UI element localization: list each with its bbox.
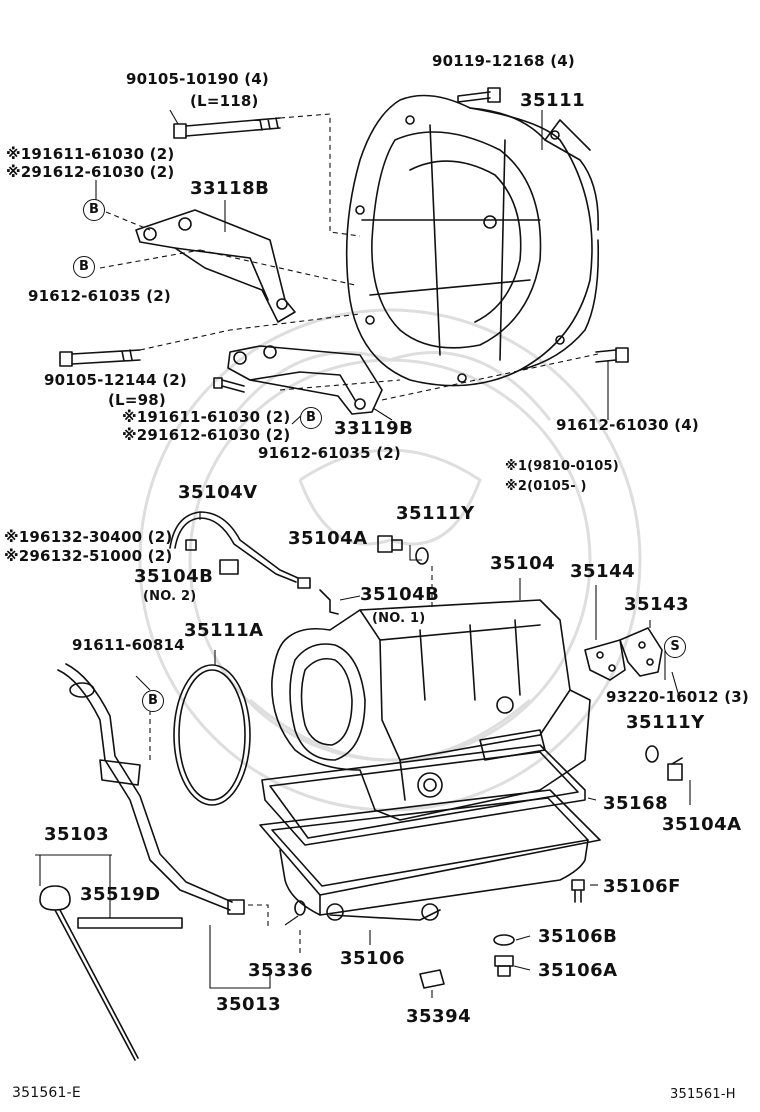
bolt-90119 (457, 87, 501, 103)
plate-35143 (619, 627, 663, 677)
label-35111: 35111 (520, 90, 586, 111)
label-91612-61035-top: 91612-61035 (2) (28, 287, 171, 305)
transmission-case-35104 (271, 599, 591, 821)
label-35394: 35394 (406, 1006, 472, 1027)
label-35104b-no2: 35104B (134, 566, 214, 587)
magnet-35394 (419, 969, 445, 989)
bracket-33119b (227, 345, 383, 415)
bell-housing-35111 (345, 94, 600, 387)
note-serial-1: ※1(9810-0105) (505, 459, 619, 474)
label-35104v: 35104V (178, 482, 258, 503)
o-ring-35111a (173, 664, 251, 806)
label-35111a: 35111A (184, 620, 264, 641)
leader-lines (35, 109, 691, 998)
label-35111y-right: 35111Y (626, 712, 705, 733)
label-90105-10190: 90105-10190 (4) (126, 70, 269, 88)
label-35106b: 35106B (538, 926, 618, 947)
footer-code-right: 351561-H (670, 1087, 736, 1102)
bolt-35106f (571, 879, 585, 903)
label-35104b-no1-note: (NO. 1) (372, 611, 426, 626)
label-291612-61030-top: ※291612-61030 (2) (6, 163, 175, 181)
marker-s: S (664, 636, 686, 658)
bolt-90105-10190 (173, 117, 281, 139)
note-serial-2: ※2(0105- ) (505, 479, 587, 494)
label-35104b-no1: 35104B (360, 584, 440, 605)
label-35106a: 35106A (538, 960, 618, 981)
plug-35106a (494, 955, 514, 977)
bolt-91611-shank (221, 379, 245, 393)
watermark-emblem (138, 308, 642, 812)
label-35519d: 35519D (80, 884, 161, 905)
label-90105-12144: 90105-12144 (2) (44, 371, 187, 389)
label-291612-61030-mid: ※291612-61030 (2) (122, 426, 291, 444)
o-ring-35336 (294, 900, 306, 916)
marker-b-1: B (83, 199, 105, 221)
bolt-91611 (213, 377, 223, 389)
bolt-91612-61030 (595, 347, 629, 363)
label-35106: 35106 (340, 948, 406, 969)
label-90105-10190-length: (L=118) (190, 92, 259, 110)
washer-35111y-top (415, 547, 429, 565)
washer-35111y-right (645, 745, 659, 763)
oil-pan-35106 (259, 789, 601, 921)
label-35144: 35144 (570, 561, 636, 582)
o-ring-35111a-inner (178, 669, 246, 801)
label-90119-12168: 90119-12168 (4) (432, 52, 575, 70)
label-35168: 35168 (603, 793, 669, 814)
label-35111y-top: 35111Y (396, 503, 475, 524)
label-91612-61035-mid: 91612-61035 (2) (258, 444, 401, 462)
label-296132-51000: ※296132-51000 (2) (4, 547, 173, 565)
label-93220-16012: 93220-16012 (3) (606, 688, 749, 706)
label-35103: 35103 (44, 824, 110, 845)
gasket-35168 (261, 744, 586, 846)
filler-tube-35013 (57, 663, 245, 915)
plug-35104a-right (667, 757, 683, 781)
label-35104a-right: 35104A (662, 814, 742, 835)
marker-b-4: B (142, 690, 164, 712)
label-196132-30400: ※196132-30400 (2) (4, 528, 173, 546)
label-33119b: 33119B (334, 418, 414, 439)
marker-b-2: B (73, 256, 95, 278)
label-35104a-top: 35104A (288, 528, 368, 549)
label-191611-61030-mid: ※191611-61030 (2) (122, 408, 291, 426)
marker-b-3: B (300, 407, 322, 429)
label-90105-12144-length: (L=98) (108, 391, 166, 409)
label-35013: 35013 (216, 994, 282, 1015)
label-35104: 35104 (490, 553, 556, 574)
label-33118b: 33118B (190, 178, 270, 199)
dipstick-35103 (39, 885, 183, 1061)
footer-code-left: 351561-E (12, 1085, 81, 1101)
label-91611-60814: 91611-60814 (72, 636, 185, 654)
label-35106f: 35106F (603, 876, 681, 897)
label-35104b-no2-note: (NO. 2) (143, 589, 197, 604)
plug-35104a-top (377, 535, 403, 553)
bolt-90105-12144 (59, 349, 141, 367)
gasket-35106b (493, 934, 515, 946)
label-191611-61030-top: ※191611-61030 (2) (6, 145, 175, 163)
plate-35144 (584, 639, 626, 681)
label-91612-61030: 91612-61030 (4) (556, 416, 699, 434)
label-35336: 35336 (248, 960, 314, 981)
label-35143: 35143 (624, 594, 690, 615)
bracket-33118b (135, 209, 296, 323)
